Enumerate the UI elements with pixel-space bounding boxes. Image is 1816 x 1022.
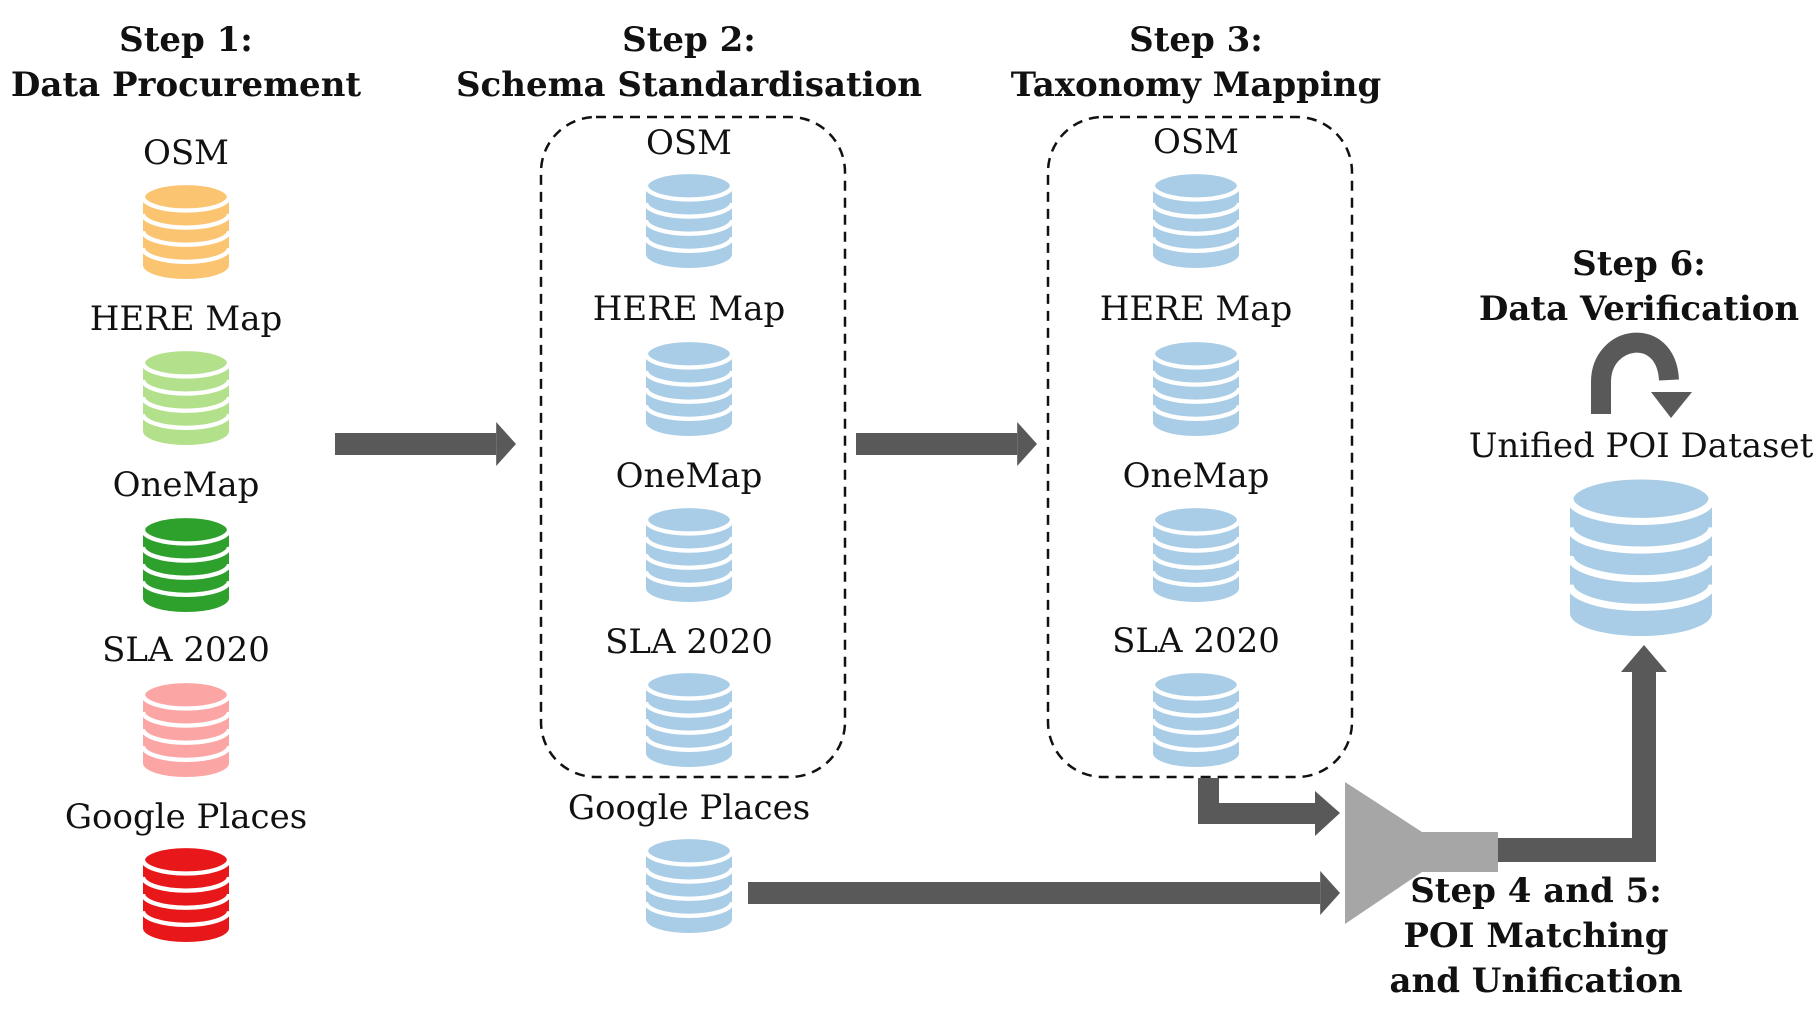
step2-label-here-map: HERE Map <box>592 289 786 329</box>
step1-title: Step 1: <box>119 20 253 60</box>
unified-database-icon <box>1566 472 1716 637</box>
source-label-osm: OSM <box>143 133 229 173</box>
step2-label-onemap: OneMap <box>615 456 763 496</box>
step3-label-here-map: HERE Map <box>1099 289 1293 329</box>
elbow-arrow-icon <box>1198 778 1340 836</box>
step3-subtitle: Taxonomy Mapping <box>1010 65 1382 105</box>
step2-group-box <box>539 115 847 779</box>
database-icon <box>643 169 735 268</box>
database-icon <box>1150 503 1242 602</box>
step2-heading: Step 2: Schema Standardisation <box>456 18 922 108</box>
step3-label-onemap: OneMap <box>1122 456 1270 496</box>
database-icon <box>1150 169 1242 268</box>
database-icon <box>643 503 735 602</box>
source-label-google-places: Google Places <box>64 797 308 837</box>
step6-title: Step 6: <box>1572 244 1706 284</box>
step2-title: Step 2: <box>622 20 756 60</box>
database-icon <box>140 180 232 279</box>
database-icon <box>140 678 232 777</box>
arrow-right-icon <box>335 422 516 466</box>
step3-group-box <box>1046 115 1354 779</box>
step3-label-sla-2020: SLA 2020 <box>1112 621 1280 661</box>
step1-subtitle: Data Procurement <box>10 65 362 105</box>
source-label-here-map: HERE Map <box>89 299 283 339</box>
database-icon <box>140 346 232 445</box>
step2-label-sla-2020: SLA 2020 <box>605 622 773 662</box>
step3-label-osm: OSM <box>1153 122 1239 162</box>
step3-title: Step 3: <box>1129 20 1263 60</box>
step45-title: Step 4 and 5: <box>1410 871 1662 911</box>
database-icon <box>1150 668 1242 767</box>
database-icon <box>140 843 232 942</box>
database-icon <box>643 668 735 767</box>
merge-funnel-icon <box>1345 782 1498 924</box>
step45-subtitle: POI Matching <box>1403 916 1669 956</box>
step6-subtitle: Data Verification <box>1478 289 1800 329</box>
step45-heading: Step 4 and 5: POI Matching and Unificati… <box>1389 869 1682 1004</box>
step45-subtitle2: and Unification <box>1389 961 1683 1001</box>
database-icon <box>643 834 735 933</box>
step1-heading: Step 1: Data Procurement <box>11 18 361 108</box>
step6-heading: Step 6: Data Verification <box>1479 242 1799 332</box>
step2-subtitle: Schema Standardisation <box>455 65 923 105</box>
arrow-up-icon <box>1498 645 1667 862</box>
step2-label-google-places: Google Places <box>567 788 811 828</box>
unified-dataset-label: Unified POI Dataset <box>1468 426 1814 466</box>
database-icon <box>140 513 232 612</box>
step2-label-osm: OSM <box>646 123 732 163</box>
database-icon <box>1150 337 1242 436</box>
database-icon <box>643 337 735 436</box>
arrow-right-icon <box>748 871 1340 915</box>
verification-loop-icon <box>1591 332 1692 418</box>
step3-heading: Step 3: Taxonomy Mapping <box>1011 18 1382 108</box>
arrow-right-icon <box>856 422 1037 466</box>
source-label-onemap: OneMap <box>112 465 260 505</box>
source-label-sla-2020: SLA 2020 <box>102 630 270 670</box>
